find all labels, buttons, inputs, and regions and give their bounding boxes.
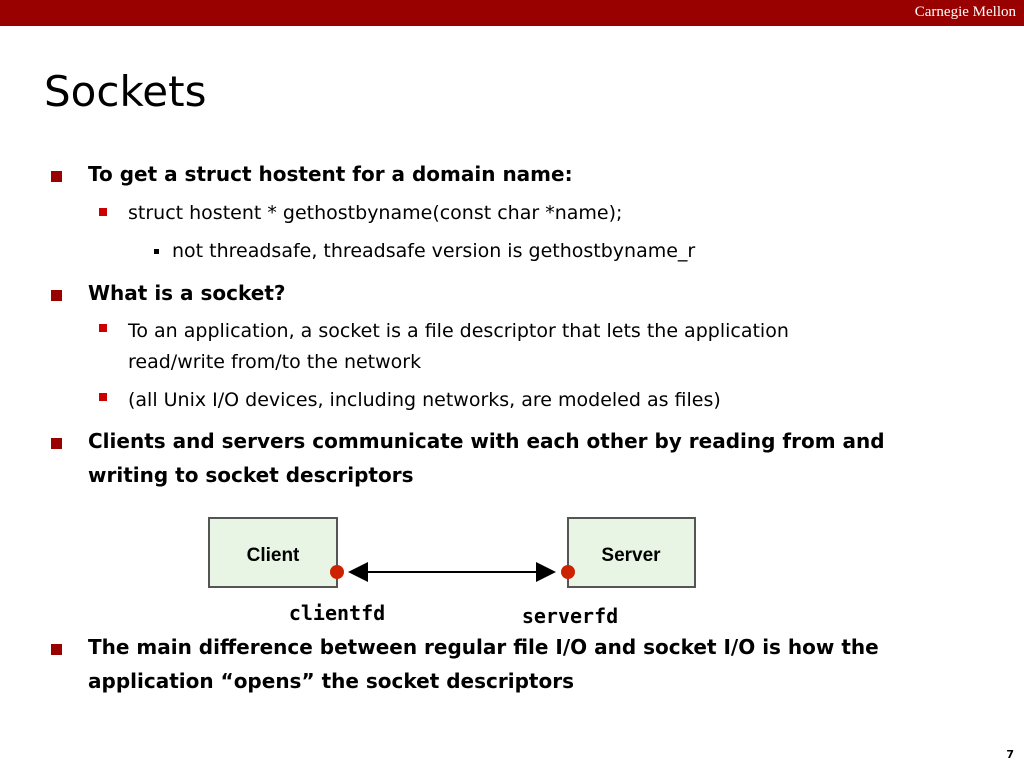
bullet-4-line-2: application “opens” the socket descripto… xyxy=(88,669,574,693)
sub-bullet-marker-icon xyxy=(99,393,107,401)
bullet-marker-icon xyxy=(51,171,62,182)
sub-bullet-marker-icon xyxy=(99,208,107,216)
page-number: 7 xyxy=(1006,748,1014,761)
client-label: Client xyxy=(247,545,300,566)
client-box xyxy=(208,517,338,588)
brand-name: Carnegie Mellon xyxy=(914,4,1016,20)
sub-bullet-marker-icon xyxy=(99,324,107,332)
bullet-2-2: (all Unix I/O devices, including network… xyxy=(128,389,721,411)
header-bar: Carnegie Mellon xyxy=(0,0,1024,26)
bullet-4-line-1: The main difference between regular file… xyxy=(88,635,879,659)
bullet-1: To get a struct hostent for a domain nam… xyxy=(88,162,573,186)
slide-title: Sockets xyxy=(44,67,207,116)
server-endpoint-dot xyxy=(561,565,575,579)
bullet-1-1: struct hostent * gethostbyname(const cha… xyxy=(128,202,623,224)
bullet-2-1-line-2: read/write from/to the network xyxy=(128,351,422,373)
serverfd-label: serverfd xyxy=(522,604,618,628)
server-box xyxy=(567,517,696,588)
bullet-2: What is a socket? xyxy=(88,281,286,305)
bullet-marker-icon xyxy=(51,438,62,449)
sub-sub-bullet-marker-icon xyxy=(154,249,159,254)
bullet-3-line-2: writing to socket descriptors xyxy=(88,463,414,487)
clientfd-label: clientfd xyxy=(289,601,385,625)
bullet-3-line-1: Clients and servers communicate with eac… xyxy=(88,429,885,453)
bullet-2-1-line-1: To an application, a socket is a file de… xyxy=(128,320,789,342)
bullet-marker-icon xyxy=(51,290,62,301)
bullet-1-1-1: not threadsafe, threadsafe version is ge… xyxy=(172,240,696,262)
server-label: Server xyxy=(601,545,661,566)
bullet-marker-icon xyxy=(51,644,62,655)
client-endpoint-dot xyxy=(330,565,344,579)
